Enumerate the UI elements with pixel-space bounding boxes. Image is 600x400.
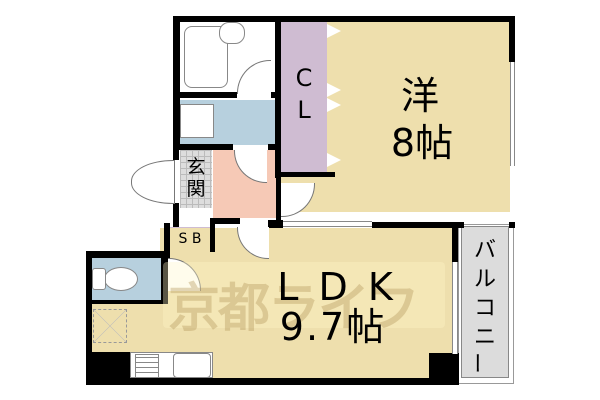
closet-door-3[interactable] (327, 98, 341, 112)
closet-door-4[interactable] (327, 153, 341, 167)
balcony-char-3: コ (473, 296, 496, 321)
toilet-tank (92, 268, 106, 290)
western-room-name: 洋 (400, 74, 439, 118)
wall-toilet-right (161, 251, 168, 304)
window-ldk-top (283, 221, 372, 227)
toilet-bowl (104, 267, 138, 291)
balcony-char-1: バ (473, 238, 496, 263)
entrance-door[interactable] (131, 160, 175, 204)
wall-right-tail (509, 222, 515, 228)
bath-sink (219, 22, 245, 44)
wall-wash-bottom (173, 144, 233, 150)
ldk-name: L D K (277, 265, 397, 309)
washing-machine (180, 104, 214, 138)
wall-toilet-bottom (86, 300, 168, 304)
wall-left-outer (86, 251, 92, 385)
entrance-label-1: 玄 (186, 156, 206, 178)
wall-closet-left (275, 22, 281, 178)
wall-wash-bottom-r (268, 144, 281, 150)
wall-right-upper (509, 16, 515, 62)
wall-ldk-top-l (268, 220, 283, 228)
balcony-label: バ ル コ ニ ー (461, 236, 509, 374)
wall-bottom (86, 378, 459, 385)
wall-hall-right (276, 177, 281, 227)
wall-entrance-left-a (173, 150, 179, 160)
wall-hall-bottom (210, 218, 240, 224)
window-western-right (510, 62, 515, 166)
refrigerator-space (93, 309, 127, 343)
wall-sb-left (164, 223, 170, 253)
closet-door-1[interactable] (327, 24, 341, 38)
wall-toilet-top (86, 251, 170, 258)
wall-sb-right (210, 220, 215, 252)
balcony-char-5: ー (463, 352, 488, 374)
closet-floor (281, 22, 327, 172)
wall-left-upper (173, 16, 180, 92)
entrance-label-2: 関 (186, 178, 206, 200)
wall-left-mid (173, 98, 180, 144)
wall-bath-wash (173, 92, 237, 98)
wall-pillar-br (429, 353, 459, 380)
shoe-box-label: S B (178, 231, 202, 247)
balcony-floor (461, 226, 509, 378)
wall-top (173, 16, 515, 22)
balcony-char-2: ル (473, 267, 496, 292)
watermark-text: 京都ライフ (168, 279, 420, 339)
entrance-floor (180, 150, 212, 208)
closet-label-c: C (295, 64, 313, 92)
closet-label-l: L (297, 96, 311, 124)
wall-ldk-top-mid (372, 222, 464, 228)
window-ldk-right (452, 262, 458, 354)
closet-door-2[interactable] (327, 83, 341, 97)
watermark-box (163, 262, 445, 328)
balcony-char-4: ニ (473, 325, 496, 350)
wall-entrance-left-b (173, 203, 179, 227)
stove (135, 354, 159, 378)
wall-closet-bottom (275, 172, 335, 177)
western-room-size: 8帖 (390, 121, 454, 165)
balcony-outline (458, 224, 514, 384)
kitchen-sink (173, 353, 211, 378)
ldk-size: 9.7帖 (279, 305, 387, 349)
wall-ldk-right (452, 222, 458, 262)
